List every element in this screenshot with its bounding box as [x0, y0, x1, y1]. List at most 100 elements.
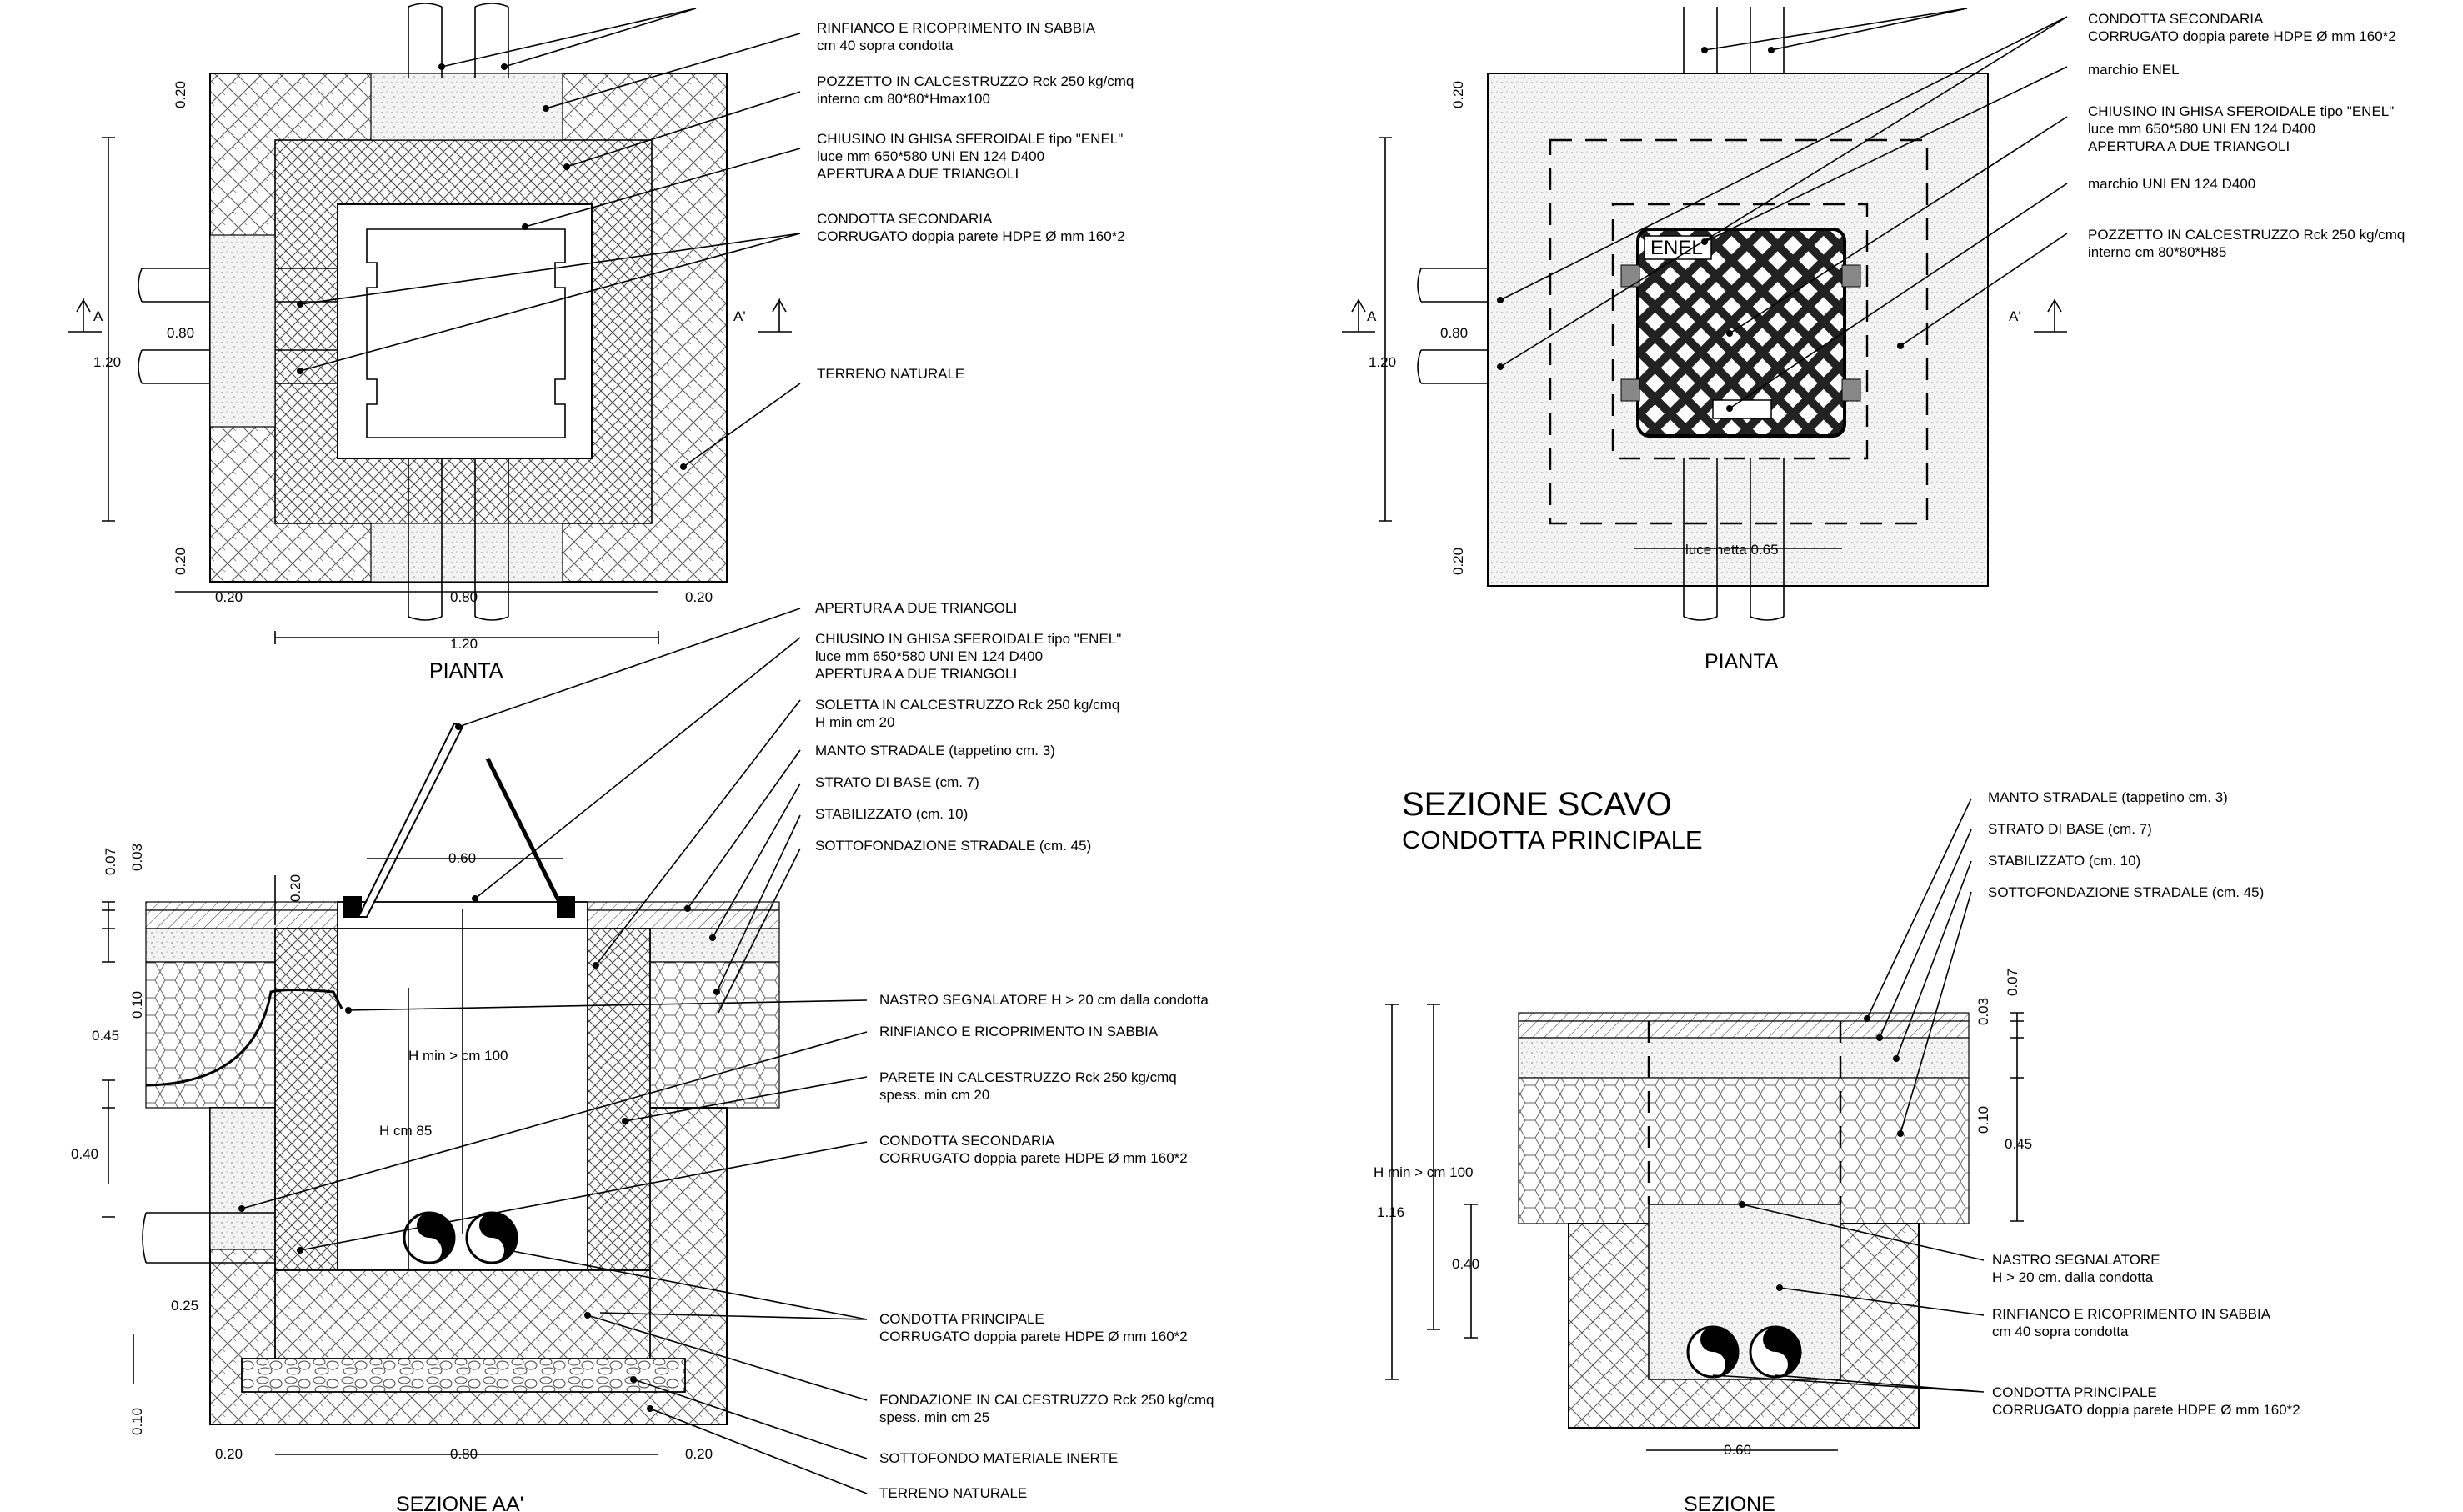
scavo-dim-010: 0.10 [1975, 1106, 1991, 1134]
aa-right-2-line1: spess. min cm 20 [879, 1087, 989, 1103]
scavo-dim-hmin: H min > cm 100 [1374, 1164, 1474, 1180]
plan2-labels: CONDOTTA SECONDARIA CORRUGATO doppia par… [2088, 11, 2405, 260]
aa-right-5-line1: spess. min cm 25 [879, 1409, 989, 1425]
plan2-dim-luce: luce netta 0.65 [1685, 542, 1779, 558]
plan1-label-2-line0: CHIUSINO IN GHISA SFEROIDALE tipo "ENEL" [817, 131, 1123, 147]
scavo-bottom-title: SEZIONE [1684, 1493, 1775, 1512]
scavo-right-2-line0: CONDOTTA PRINCIPALE [1992, 1384, 2157, 1400]
aa-dim-010b: 0.10 [129, 1408, 145, 1435]
aa-right-1-line0: RINFIANCO E RICOPRIMENTO IN SABBIA [879, 1024, 1159, 1039]
aa-labels-top: APERTURA A DUE TRIANGOLI CHIUSINO IN GHI… [815, 600, 1121, 854]
aa-right-3-line0: CONDOTTA SECONDARIA [879, 1133, 1055, 1149]
plan2-label-2-line1: luce mm 650*580 UNI EN 124 D400 [2088, 121, 2315, 137]
scavo-top-3-line0: SOTTOFONDAZIONE STRADALE (cm. 45) [1988, 884, 2264, 900]
plan1-sec-a: A [93, 308, 103, 324]
aa-top-1-line2: APERTURA A DUE TRIANGOLI [815, 666, 1017, 682]
scavo-dim-040: 0.40 [1452, 1256, 1479, 1272]
scavo-labels-top: MANTO STRADALE (tappetino cm. 3) STRATO … [1988, 789, 2264, 900]
aa-right-4-line1: CORRUGATO doppia parete HDPE Ø mm 160*2 [879, 1329, 1188, 1344]
aa-dim-060: 0.60 [448, 850, 476, 866]
plan2-label-2-line2: APERTURA A DUE TRIANGOLI [2088, 138, 2290, 154]
aa-dim-b020a: 0.20 [215, 1446, 243, 1462]
scavo-right-1-line1: cm 40 sopra condotta [1992, 1324, 2129, 1339]
plan2-dim-v080: 0.80 [1440, 325, 1468, 341]
plan1-dim-h020-right: 0.20 [685, 589, 713, 605]
plan1-sec-a2: A' [733, 308, 746, 324]
scavo-dim-045: 0.45 [2005, 1136, 2032, 1152]
aa-right-4-line0: CONDOTTA PRINCIPALE [879, 1311, 1044, 1327]
scavo-dim-003: 0.03 [1975, 998, 1991, 1025]
aa-top-2-line1: H min cm 20 [815, 714, 894, 730]
plan1-dim-h120: 1.20 [450, 636, 478, 652]
section-scavo: SEZIONE SCAVO CONDOTTA PRINCIPALE 0.03 0… [1374, 786, 2300, 1512]
aa-dim-h85: H cm 85 [379, 1123, 432, 1139]
scavo-top-2-line0: STABILIZZATO (cm. 10) [1988, 853, 2140, 869]
plan1-dim-v080: 0.80 [167, 325, 194, 341]
aa-top-3-line0: MANTO STRADALE (tappetino cm. 3) [815, 743, 1055, 759]
plan1-label-4-line0: TERRENO NATURALE [817, 366, 964, 382]
aa-top-1-line0: CHIUSINO IN GHISA SFEROIDALE tipo "ENEL" [815, 631, 1121, 647]
scavo-right-0-line1: H > 20 cm. dalla condotta [1992, 1269, 2154, 1285]
plan1-label-1-line1: interno cm 80*80*Hmax100 [817, 91, 990, 107]
aa-top-1-line1: luce mm 650*580 UNI EN 124 D400 [815, 648, 1043, 664]
aa-dim-b020b: 0.20 [685, 1446, 713, 1462]
scavo-dim-116: 1.16 [1377, 1204, 1404, 1220]
scavo-dim-007: 0.07 [2005, 969, 2020, 996]
scavo-top-1-line0: STRATO DI BASE (cm. 7) [1988, 821, 2152, 837]
aa-dim-040: 0.40 [71, 1146, 98, 1162]
aa-dim-010: 0.10 [129, 991, 145, 1019]
plan1-labels: RINFIANCO E RICOPRIMENTO IN SABBIA cm 40… [817, 20, 1134, 382]
plan-2: ENEL A A' 0.20 1.20 0.80 0.20 luce netta… [1342, 7, 2405, 673]
scavo-labels-right: NASTRO SEGNALATORE H > 20 cm. dalla cond… [1992, 1252, 2300, 1418]
scavo-top-0-line0: MANTO STRADALE (tappetino cm. 3) [1988, 789, 2228, 805]
plan2-brand: ENEL [1650, 237, 1703, 259]
plan2-dim-v120: 1.20 [1369, 354, 1396, 370]
plan1-dim-v020-bot: 0.20 [173, 548, 188, 575]
plan1-dim-h020-left: 0.20 [215, 589, 243, 605]
plan1-label-1-line0: POZZETTO IN CALCESTRUZZO Rck 250 kg/cmq [817, 73, 1134, 89]
section-aa: 0.07 0.03 0.20 0.60 0.10 0.45 0.40 0.25 … [71, 600, 1214, 1512]
aa-top-0-line0: APERTURA A DUE TRIANGOLI [815, 600, 1017, 616]
aa-right-5-line0: FONDAZIONE IN CALCESTRUZZO Rck 250 kg/cm… [879, 1392, 1214, 1408]
plan2-label-2-line0: CHIUSINO IN GHISA SFEROIDALE tipo "ENEL" [2088, 103, 2394, 119]
aa-top-5-line0: STABILIZZATO (cm. 10) [815, 806, 968, 822]
plan1-title: PIANTA [429, 659, 503, 683]
scavo-right-2-line1: CORRUGATO doppia parete HDPE Ø mm 160*2 [1992, 1402, 2300, 1418]
plan2-label-0-line1: CORRUGATO doppia parete HDPE Ø mm 160*2 [2088, 28, 2396, 44]
plan1-dim-h080: 0.80 [450, 589, 478, 605]
scavo-right-1-line0: RINFIANCO E RICOPRIMENTO IN SABBIA [1992, 1306, 2271, 1322]
plan1-dim-v020-top: 0.20 [173, 81, 188, 108]
aa-dim-007: 0.07 [103, 848, 118, 875]
plan2-sec-a2: A' [2009, 308, 2021, 324]
plan1-label-2-line2: APERTURA A DUE TRIANGOLI [817, 166, 1019, 182]
aa-right-3-line1: CORRUGATO doppia parete HDPE Ø mm 160*2 [879, 1150, 1188, 1166]
plan1-label-0-line0: RINFIANCO E RICOPRIMENTO IN SABBIA [817, 20, 1096, 36]
plan2-label-1-line0: marchio ENEL [2088, 62, 2180, 78]
plan2-label-0-line0: CONDOTTA SECONDARIA [2088, 11, 2264, 27]
plan-1: A A' 0.20 1.20 0.80 0.20 0.20 0.80 0.20 … [68, 3, 1134, 683]
aa-dim-020: 0.20 [288, 874, 303, 902]
plan2-label-4-line0: POZZETTO IN CALCESTRUZZO Rck 250 kg/cmq [2088, 227, 2405, 243]
aa-dim-hmin: H min > cm 100 [408, 1048, 508, 1064]
plan2-sec-a: A [1367, 308, 1377, 324]
aa-right-0-line0: NASTRO SEGNALATORE H > 20 cm dalla condo… [879, 992, 1209, 1008]
scavo-subtitle: CONDOTTA PRINCIPALE [1402, 825, 1703, 854]
aa-dim-b080: 0.80 [450, 1446, 478, 1462]
plan2-label-3-line0: marchio UNI EN 124 D400 [2088, 176, 2255, 192]
aa-top-4-line0: STRATO DI BASE (cm. 7) [815, 774, 979, 790]
plan1-label-0-line1: cm 40 sopra condotta [817, 38, 954, 53]
scavo-dim-060: 0.60 [1724, 1442, 1751, 1458]
scavo-right-0-line0: NASTRO SEGNALATORE [1992, 1252, 2160, 1268]
aa-title: SEZIONE AA' [396, 1493, 523, 1512]
aa-top-2-line0: SOLETTA IN CALCESTRUZZO Rck 250 kg/cmq [815, 697, 1119, 713]
plan1-dim-v120: 1.20 [93, 354, 121, 370]
plan2-title: PIANTA [1705, 650, 1779, 673]
scavo-title: SEZIONE SCAVO [1402, 786, 1672, 823]
aa-top-6-line0: SOTTOFONDAZIONE STRADALE (cm. 45) [815, 838, 1091, 854]
plan2-dim-v020-bot: 0.20 [1450, 548, 1466, 575]
aa-labels-right: NASTRO SEGNALATORE H > 20 cm dalla condo… [879, 992, 1214, 1501]
plan2-label-4-line1: interno cm 80*80*H85 [2088, 244, 2226, 260]
aa-right-6-line0: SOTTOFONDO MATERIALE INERTE [879, 1450, 1118, 1466]
plan1-label-2-line1: luce mm 650*580 UNI EN 124 D400 [817, 148, 1044, 164]
